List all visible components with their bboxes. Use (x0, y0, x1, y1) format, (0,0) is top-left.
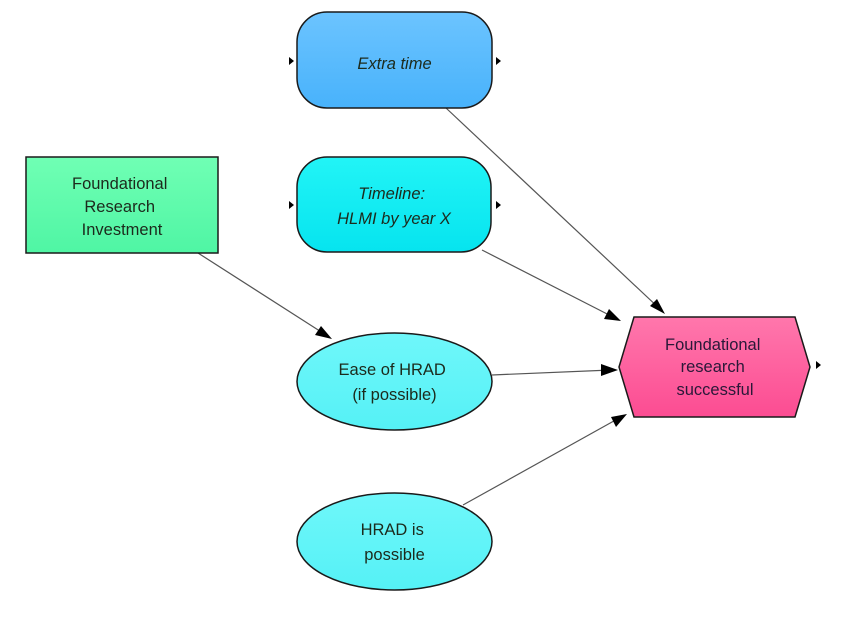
svg-text:Foundational Research: Foundational Research Investment (72, 175, 172, 239)
edge-line (462, 416, 622, 506)
svg-text:Ease of HRAD (if possibl: Ease of HRAD (if possible) (339, 361, 451, 404)
input-marker-icon (289, 201, 294, 209)
node-label-line: Research (84, 198, 155, 216)
svg-text:Timeline: HLMI by year X: Timeline: HLMI by year X (337, 185, 452, 228)
node-shape (25, 156, 219, 254)
output-marker-icon (496, 57, 501, 65)
svg-text:Extra time: Extra time (357, 55, 431, 73)
arrowhead-icon (604, 309, 621, 321)
arrowhead-icon (611, 414, 627, 427)
node-timeline[interactable]: Timeline: HLMI by year X (289, 156, 501, 253)
node-label-line: research (681, 358, 745, 376)
node-foundational-research-successful[interactable]: Foundational research successful (618, 316, 821, 418)
node-ease-of-hrad[interactable]: Ease of HRAD (if possible) (296, 332, 493, 431)
node-label-line: HLMI by year X (337, 210, 452, 228)
output-marker-icon (816, 361, 821, 369)
edge-hrad-possible-to-success[interactable] (462, 414, 627, 506)
edge-timeline-to-success[interactable] (481, 249, 621, 321)
edge-extra-time-to-success[interactable] (445, 107, 665, 314)
node-shape (618, 316, 811, 418)
node-label-line: Timeline: (358, 185, 425, 203)
edge-line (481, 249, 616, 319)
edge-line (445, 107, 662, 311)
node-extra-time[interactable]: Extra time (289, 11, 501, 109)
arrowhead-icon (315, 326, 332, 339)
output-marker-icon (496, 201, 501, 209)
node-label-line: possible (364, 546, 425, 564)
edge-line (197, 252, 327, 336)
node-label-line: Foundational (72, 175, 167, 193)
node-label-line: HRAD is (361, 521, 424, 539)
arrowhead-icon (650, 299, 665, 314)
node-label-line: Investment (82, 221, 163, 239)
edge-ease-hrad-to-success[interactable] (491, 364, 618, 376)
node-hrad-is-possible[interactable]: HRAD is possible (296, 492, 493, 591)
node-label-line: (if possible) (352, 386, 436, 404)
node-label-line: Ease of HRAD (339, 361, 446, 379)
node-shape (296, 11, 493, 109)
edges-layer (197, 107, 665, 506)
svg-text:HRAD is possible: HRAD is possible (361, 521, 429, 564)
node-shape (296, 492, 493, 591)
input-marker-icon (289, 57, 294, 65)
node-foundational-research-investment[interactable]: Foundational Research Investment (25, 156, 219, 254)
node-label-line: successful (676, 381, 753, 399)
node-shape (296, 156, 492, 253)
node-label-line: Extra time (357, 55, 431, 73)
node-shape (296, 332, 493, 431)
edge-line (491, 369, 612, 376)
node-label-line: Foundational (665, 336, 760, 354)
edge-investment-to-ease-hrad[interactable] (197, 252, 332, 339)
arrowhead-icon (601, 364, 618, 376)
svg-text:Foundational research: Foundational research successful (665, 336, 765, 399)
